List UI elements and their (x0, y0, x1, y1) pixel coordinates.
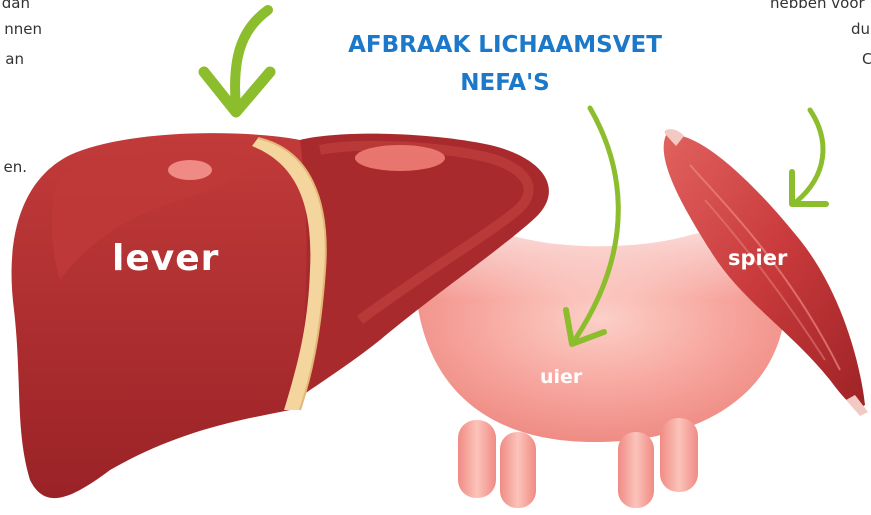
title-line-1: AFBRAAK LICHAAMSVET (300, 26, 710, 64)
curved-arrow-icon (792, 110, 826, 204)
arrow-down-icon (204, 10, 270, 112)
diagram-title: AFBRAAK LICHAAMSVET NEFA'S (300, 26, 710, 102)
title-line-2: NEFA'S (300, 64, 710, 102)
udder-label: uier (540, 366, 582, 388)
liver-label: lever (112, 238, 219, 279)
muscle-label: spier (728, 246, 787, 270)
teat-3 (618, 432, 654, 508)
teat-1 (458, 420, 496, 498)
teat-4 (660, 418, 698, 492)
teat-2 (500, 432, 536, 508)
